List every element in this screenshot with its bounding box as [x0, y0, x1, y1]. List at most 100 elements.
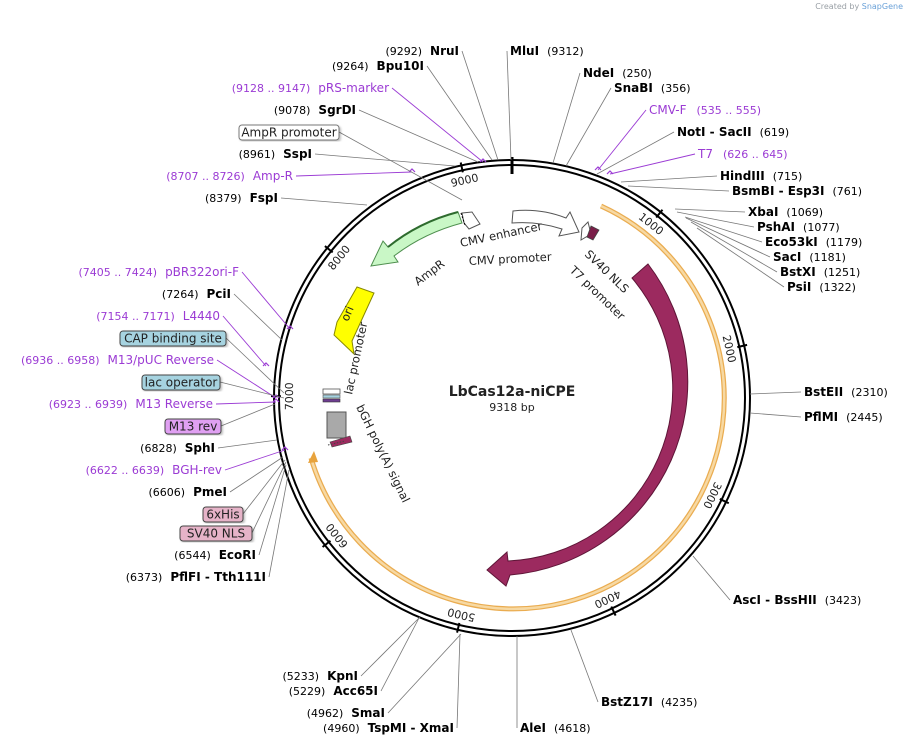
site-label[interactable]: PsiI(1322) — [787, 280, 856, 294]
primer-label[interactable]: (7405 .. 7424)pBR322ori-F — [79, 265, 240, 279]
primer-name: CMV-F — [649, 103, 687, 117]
site-position: (9264) — [332, 60, 369, 73]
site-label[interactable]: NdeI(250) — [583, 66, 652, 80]
site-name: PshAI — [757, 220, 795, 234]
feature-box-label: M13 rev — [169, 420, 218, 434]
site-label[interactable]: (6606)PmeI — [149, 485, 227, 499]
ampr-feature[interactable] — [370, 211, 463, 267]
primer-range: (6622 .. 6639) — [86, 464, 165, 477]
lbcpf1-feature[interactable] — [486, 263, 689, 587]
site-label[interactable]: (7264)PciI — [162, 287, 231, 301]
site-leader — [426, 65, 493, 161]
feature-box[interactable] — [141, 374, 221, 391]
site-label[interactable]: (5229) Acc65I — [289, 684, 378, 698]
site-position: (8379) — [205, 192, 242, 205]
tick-3000 — [719, 498, 730, 505]
site-name: AscI - BssHII — [733, 593, 817, 607]
site-leader — [358, 109, 479, 163]
site-label[interactable]: (9078)SgrDI — [274, 103, 356, 117]
tick-label-7000: 7000 — [283, 382, 296, 410]
tick-label-2000: 2000 — [720, 334, 739, 364]
primer-name: pBR322ori-F — [165, 265, 239, 279]
site-position: (619) — [760, 126, 790, 139]
feature-box[interactable] — [119, 330, 227, 347]
site-leader — [696, 227, 785, 288]
cap-binding-feature[interactable] — [322, 394, 341, 399]
site-label[interactable]: NotI - SacII(619) — [677, 125, 789, 139]
feature-box[interactable] — [202, 506, 244, 523]
ampr-promoter-feature[interactable] — [461, 211, 481, 230]
ori-feature[interactable] — [333, 286, 375, 356]
site-position: (4618) — [554, 722, 591, 735]
cmv-enhancer-feature[interactable] — [511, 209, 580, 237]
primer-label[interactable]: T7(626 .. 645) — [697, 147, 788, 161]
site-leader — [692, 555, 731, 601]
site-name: PmeI — [193, 485, 227, 499]
site-label[interactable]: BsmBI - Esp3I(761) — [732, 184, 862, 198]
site-label[interactable]: SnaBI(356) — [614, 81, 691, 95]
site-label[interactable]: (6828)SphI — [140, 441, 215, 455]
site-name: SphI — [185, 441, 215, 455]
site-label[interactable]: (4962)SmaI — [307, 706, 385, 720]
feature-box[interactable] — [238, 124, 340, 141]
primer-label[interactable]: (6923 .. 6939)M13 Reverse — [49, 397, 213, 411]
t7-promoter-feature[interactable] — [586, 225, 600, 241]
bgh-polya-feature[interactable] — [326, 411, 347, 439]
site-leader — [456, 633, 461, 729]
site-label[interactable]: (8961)SspI — [239, 147, 312, 161]
primer-range: (6923 .. 6939) — [49, 398, 128, 411]
primer-label[interactable]: (6622 .. 6639)BGH-rev — [86, 463, 222, 477]
site-leader — [258, 464, 287, 556]
feature-box[interactable] — [164, 418, 222, 435]
site-leader — [749, 391, 802, 395]
site-name: Acc65I — [333, 684, 378, 698]
site-label[interactable]: (9264)Bpu10I — [332, 59, 424, 73]
ampr-label: AmpR — [411, 257, 447, 289]
feature-box[interactable] — [179, 525, 253, 542]
site-label[interactable]: AleI(4618) — [520, 721, 591, 735]
tick-1000 — [655, 209, 664, 219]
site-position: (1069) — [786, 206, 823, 219]
site-label[interactable]: HindIII(715) — [720, 169, 802, 183]
site-label[interactable]: (6544)EcoRI — [174, 548, 256, 562]
primer-label[interactable]: (6936 .. 6958)M13/pUC Reverse — [21, 353, 214, 367]
site-label[interactable]: BstZ17I(4235) — [601, 695, 697, 709]
leader-lines — [215, 50, 802, 729]
site-label[interactable]: XbaI(1069) — [748, 205, 823, 219]
primer-label[interactable]: (9128 .. 9147)pRS-marker — [232, 81, 389, 95]
site-leader — [674, 208, 746, 213]
site-name: SacI — [773, 250, 801, 264]
site-label[interactable]: (8379)FspI — [205, 191, 278, 205]
site-name: BstXI — [780, 265, 816, 279]
site-position: (5229) — [289, 685, 326, 698]
feature-box-label: CAP binding site — [124, 332, 222, 346]
tick-label-8000: 8000 — [325, 243, 353, 273]
ampr-orf-line — [387, 211, 459, 248]
site-label[interactable]: (4960)TspMI - XmaI — [323, 721, 454, 735]
lac-operator-feature[interactable] — [322, 398, 341, 403]
site-label[interactable]: Eco53kI(1179) — [765, 235, 862, 249]
site-leader — [627, 185, 730, 192]
feature-box-label: SV40 NLS — [187, 527, 245, 541]
site-label[interactable]: BstXI(1251) — [780, 265, 860, 279]
site-label[interactable]: AscI - BssHII(3423) — [733, 593, 861, 607]
site-name: MluI — [510, 44, 539, 58]
site-label[interactable]: PshAI(1077) — [757, 220, 840, 234]
site-name: PciI — [207, 287, 232, 301]
lac-promoter-feature[interactable] — [322, 388, 341, 395]
primer-label[interactable]: CMV-F(535 .. 555) — [649, 103, 761, 117]
site-labels: (9292)NruI MluI(9312) (9264)Bpu10I NdeI(250… — [21, 44, 888, 735]
box-leader — [219, 381, 285, 399]
primer-range: (6936 .. 6958) — [21, 354, 100, 367]
site-label[interactable]: (9292)NruI — [385, 44, 459, 58]
site-label[interactable]: (6373)PflFI - Tth111I — [126, 570, 266, 584]
site-label[interactable]: MluI(9312) — [510, 44, 584, 58]
tick-label-1000: 1000 — [636, 210, 666, 238]
primer-label[interactable]: (8707 .. 8726)Amp-R — [166, 169, 293, 183]
site-label[interactable]: (5233)KpnI — [283, 669, 358, 683]
site-label[interactable]: BstEII(2310) — [804, 385, 888, 399]
site-label[interactable]: SacI(1181) — [773, 250, 846, 264]
site-label[interactable]: PflMI(2445) — [804, 410, 883, 424]
primer-label[interactable]: (7154 .. 7171)L4440 — [96, 309, 220, 323]
site-name: SspI — [283, 147, 312, 161]
